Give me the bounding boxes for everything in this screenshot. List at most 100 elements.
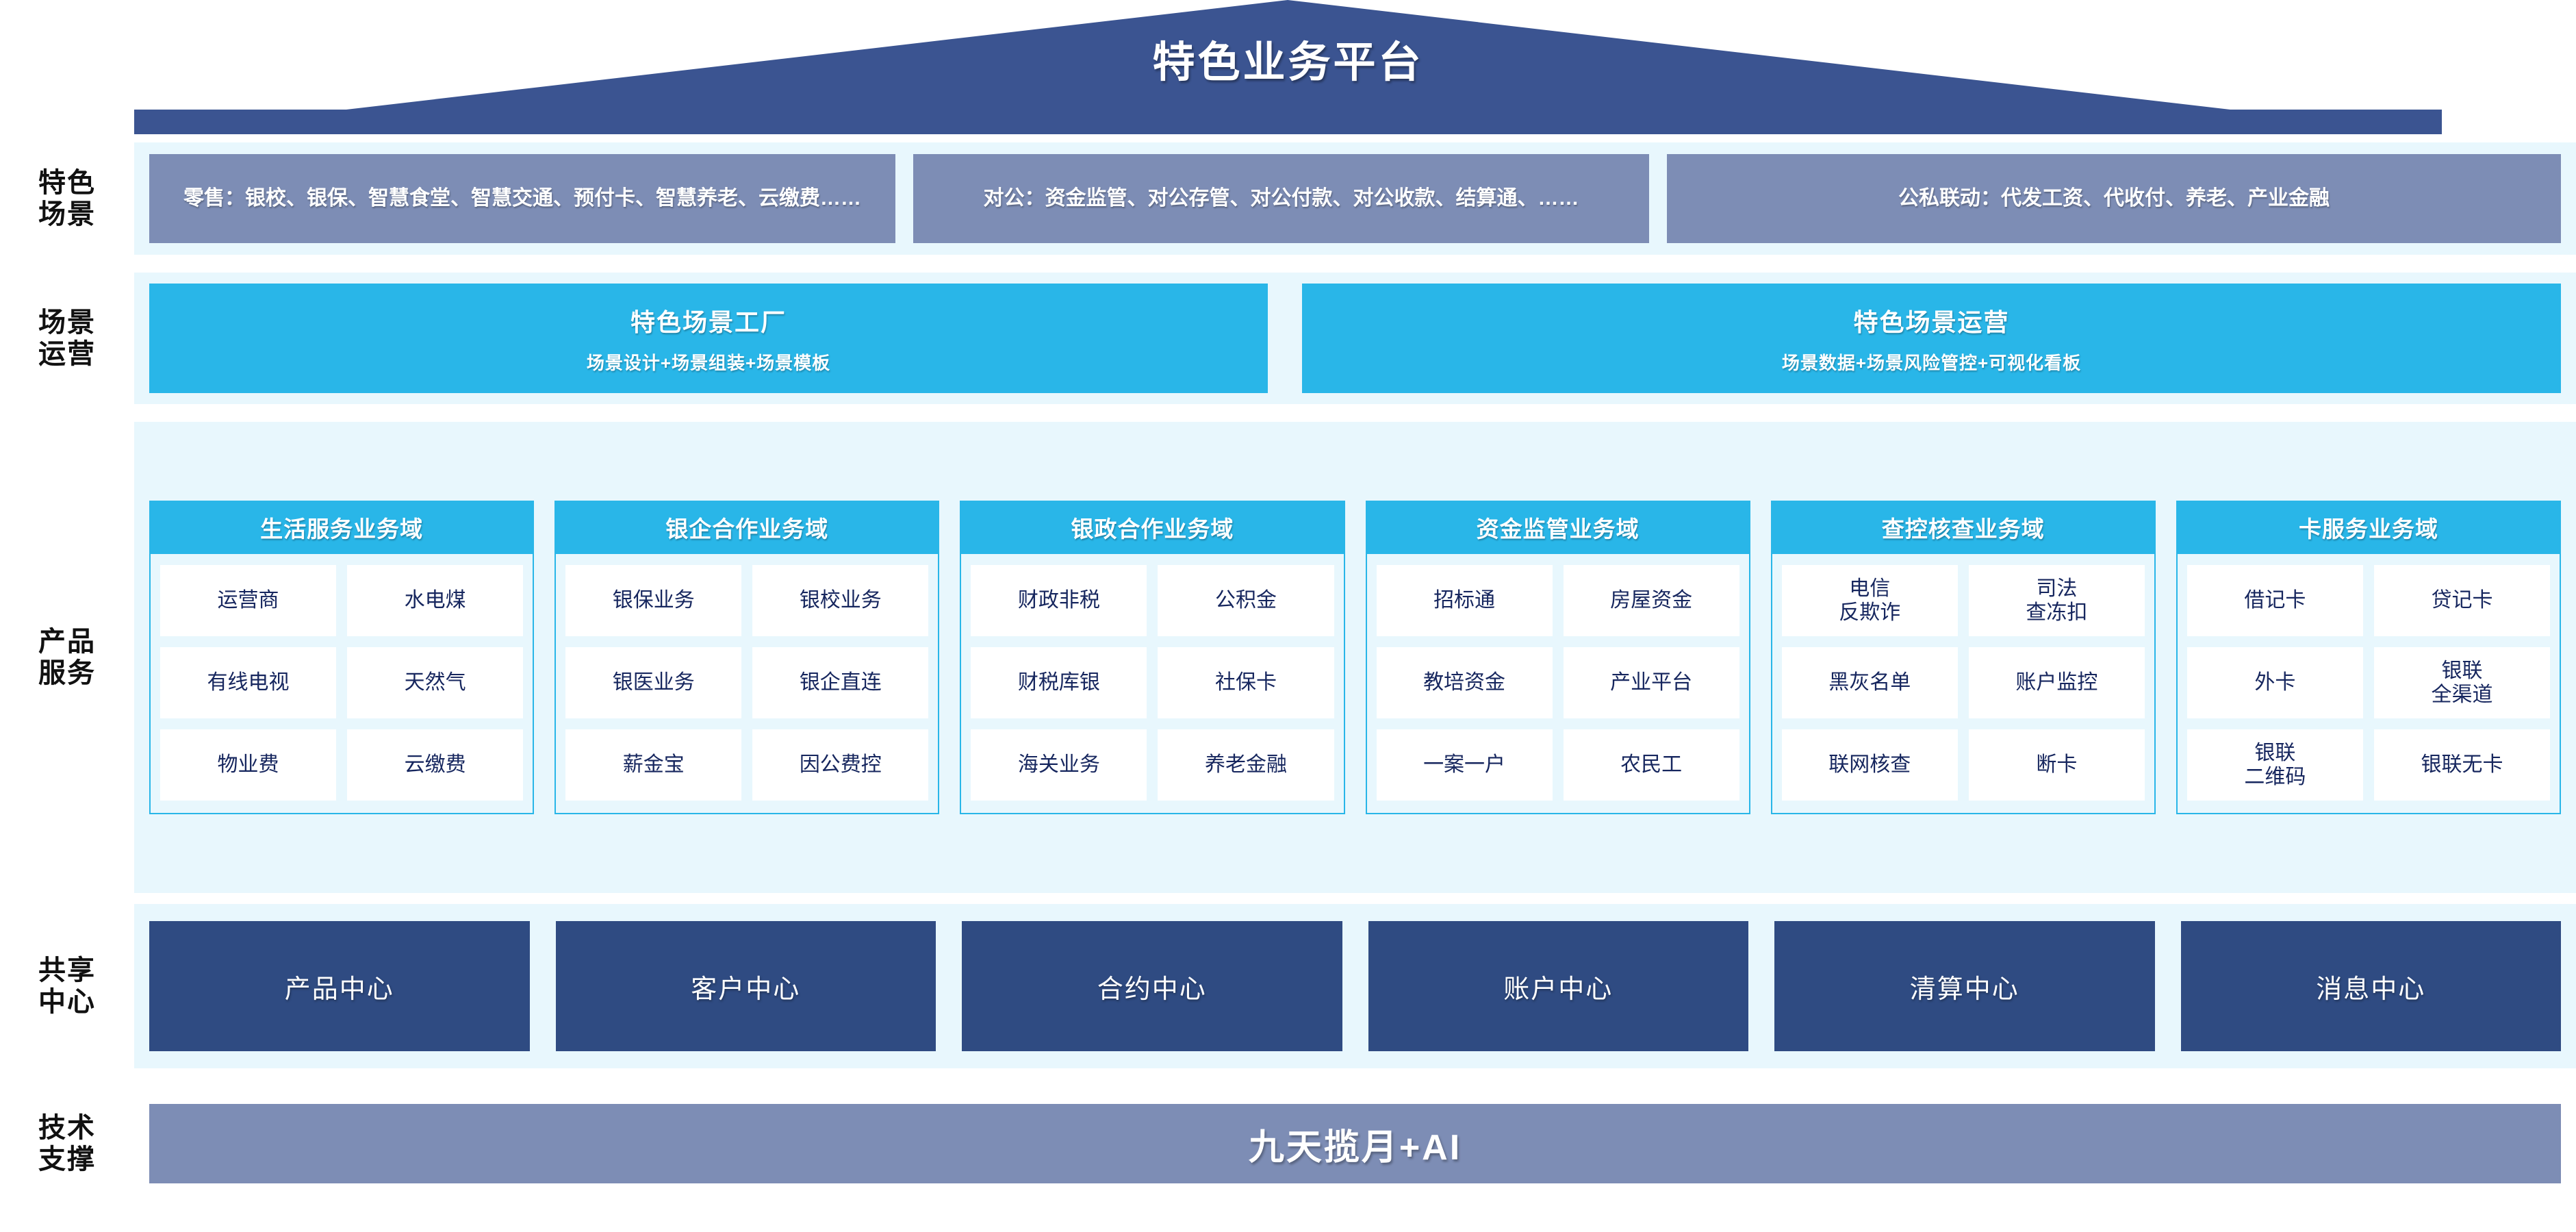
domain-body: 电信 反欺诈司法 查冻扣黑灰名单账户监控联网核查断卡 xyxy=(1772,554,2154,813)
domain-service-cell[interactable]: 有线电视 xyxy=(160,647,337,718)
page-title: 特色业务平台 xyxy=(1152,39,1424,86)
domain-header[interactable]: 卡服务业务域 xyxy=(2177,502,2560,554)
domain-column: 银企合作业务域银保业务银校业务银医业务银企直连薪金宝因公费控 xyxy=(554,501,940,814)
domain-header[interactable]: 银企合作业务域 xyxy=(556,502,939,554)
domain-service-cell[interactable]: 银保业务 xyxy=(565,565,742,636)
scene-operation-subtitle: 场景数据+场景风险管控+可视化看板 xyxy=(1781,352,2082,373)
domain-cell-row: 财政非税公积金 xyxy=(971,565,1334,636)
row-featured-scenes: 特色场景 零售：银校、银保、智慧食堂、智慧交通、预付卡、智慧养老、云缴费…… 对… xyxy=(0,142,2576,255)
domain-service-cell[interactable]: 断卡 xyxy=(1968,729,2145,801)
shared-center-box[interactable]: 产品中心 xyxy=(149,921,530,1051)
domain-service-cell[interactable]: 房屋资金 xyxy=(1563,565,1739,636)
domain-service-cell[interactable]: 银联 全渠道 xyxy=(2373,647,2551,718)
domain-header[interactable]: 查控核查业务域 xyxy=(1772,502,2154,554)
domain-cell-row: 一案一户农民工 xyxy=(1376,729,1739,801)
domain-service-cell[interactable]: 银校业务 xyxy=(752,565,929,636)
domain-cell-row: 借记卡贷记卡 xyxy=(2186,565,2551,636)
shared-center-box[interactable]: 消息中心 xyxy=(2180,921,2561,1051)
domain-service-cell[interactable]: 教培资金 xyxy=(1376,647,1553,718)
row-label-featured-scenes: 特色场景 xyxy=(38,167,96,229)
domain-header[interactable]: 资金监管业务域 xyxy=(1366,502,1749,554)
domain-service-cell[interactable]: 招标通 xyxy=(1376,565,1553,636)
domain-service-cell[interactable]: 财税库银 xyxy=(971,647,1147,718)
row-label-scene-operations: 场景运营 xyxy=(38,307,96,369)
row-technical-support: 技术支撑 九天揽月+AI xyxy=(0,1086,2576,1201)
shared-centers-panel: 产品中心客户中心合约中心账户中心清算中心消息中心 xyxy=(134,904,2576,1068)
domain-service-cell[interactable]: 天然气 xyxy=(347,647,524,718)
scene-factory-title: 特色场景工厂 xyxy=(630,307,787,336)
domain-body: 招标通房屋资金教培资金产业平台一案一户农民工 xyxy=(1367,554,1749,813)
scene-operation-title: 特色场景运营 xyxy=(1853,307,2010,336)
domain-column: 查控核查业务域电信 反欺诈司法 查冻扣黑灰名单账户监控联网核查断卡 xyxy=(1770,501,2156,814)
featured-scenes-panel: 零售：银校、银保、智慧食堂、智慧交通、预付卡、智慧养老、云缴费…… 对公：资金监… xyxy=(134,142,2576,255)
domain-cell-row: 联网核查断卡 xyxy=(1781,729,2145,801)
domain-service-cell[interactable]: 银医业务 xyxy=(565,647,742,718)
domain-column: 生活服务业务域运营商水电煤有线电视天然气物业费云缴费 xyxy=(149,501,535,814)
domain-service-cell[interactable]: 薪金宝 xyxy=(565,729,742,801)
domain-body: 借记卡贷记卡外卡银联 全渠道银联 二维码银联无卡 xyxy=(2178,554,2560,813)
domain-cell-row: 运营商水电煤 xyxy=(160,565,524,636)
domain-service-cell[interactable]: 运营商 xyxy=(160,565,337,636)
domain-service-cell[interactable]: 外卡 xyxy=(2186,647,2363,718)
domain-cell-row: 银联 二维码银联无卡 xyxy=(2186,729,2551,801)
scene-box-corporate[interactable]: 对公：资金监管、对公存管、对公付款、对公收款、结算通、…… xyxy=(913,154,1649,243)
domain-header[interactable]: 银政合作业务域 xyxy=(961,502,1344,554)
domain-service-cell[interactable]: 银联无卡 xyxy=(2373,729,2551,801)
row-shared-centers: 共享中心 产品中心客户中心合约中心账户中心清算中心消息中心 xyxy=(0,904,2576,1068)
domain-service-cell[interactable]: 产业平台 xyxy=(1563,647,1739,718)
row-label-product-services: 产品服务 xyxy=(38,626,96,688)
technical-support-panel: 九天揽月+AI xyxy=(134,1086,2576,1201)
domain-service-cell[interactable]: 司法 查冻扣 xyxy=(1968,565,2145,636)
domain-cell-row: 海关业务养老金融 xyxy=(971,729,1334,801)
domain-service-cell[interactable]: 财政非税 xyxy=(971,565,1147,636)
domain-column: 银政合作业务域财政非税公积金财税库银社保卡海关业务养老金融 xyxy=(960,501,1345,814)
domain-service-cell[interactable]: 养老金融 xyxy=(1158,729,1334,801)
domain-service-cell[interactable]: 账户监控 xyxy=(1968,647,2145,718)
domain-service-cell[interactable]: 贷记卡 xyxy=(2373,565,2551,636)
domain-service-cell[interactable]: 银企直连 xyxy=(752,647,929,718)
domain-service-cell[interactable]: 一案一户 xyxy=(1376,729,1553,801)
domain-service-cell[interactable]: 海关业务 xyxy=(971,729,1147,801)
domain-cell-row: 教培资金产业平台 xyxy=(1376,647,1739,718)
domain-service-cell[interactable]: 联网核查 xyxy=(1781,729,1958,801)
domain-body: 银保业务银校业务银医业务银企直连薪金宝因公费控 xyxy=(556,554,938,813)
domain-service-cell[interactable]: 银联 二维码 xyxy=(2186,729,2363,801)
shared-center-box[interactable]: 账户中心 xyxy=(1368,921,1748,1051)
domain-cell-row: 招标通房屋资金 xyxy=(1376,565,1739,636)
domain-service-cell[interactable]: 农民工 xyxy=(1563,729,1739,801)
domain-service-cell[interactable]: 社保卡 xyxy=(1158,647,1334,718)
scene-operations-panel: 特色场景工厂 场景设计+场景组装+场景模板 特色场景运营 场景数据+场景风险管控… xyxy=(134,273,2576,404)
product-services-panel: 生活服务业务域运营商水电煤有线电视天然气物业费云缴费银企合作业务域银保业务银校业… xyxy=(134,422,2576,893)
domain-service-cell[interactable]: 云缴费 xyxy=(347,729,524,801)
row-scene-operations: 场景运营 特色场景工厂 场景设计+场景组装+场景模板 特色场景运营 场景数据+场… xyxy=(0,273,2576,404)
domain-cell-row: 银保业务银校业务 xyxy=(565,565,929,636)
shared-center-box[interactable]: 清算中心 xyxy=(1774,921,2155,1051)
domain-body: 财政非税公积金财税库银社保卡海关业务养老金融 xyxy=(961,554,1343,813)
row-product-services: 产品服务 生活服务业务域运营商水电煤有线电视天然气物业费云缴费银企合作业务域银保… xyxy=(0,422,2576,893)
domain-cell-row: 电信 反欺诈司法 查冻扣 xyxy=(1781,565,2145,636)
domain-cell-row: 外卡银联 全渠道 xyxy=(2186,647,2551,718)
domain-column: 资金监管业务域招标通房屋资金教培资金产业平台一案一户农民工 xyxy=(1365,501,1750,814)
scene-box-public-private[interactable]: 公私联动：代发工资、代收付、养老、产业金融 xyxy=(1667,154,2561,243)
domain-service-cell[interactable]: 借记卡 xyxy=(2186,565,2363,636)
domain-cell-row: 银医业务银企直连 xyxy=(565,647,929,718)
shared-center-box[interactable]: 客户中心 xyxy=(555,921,936,1051)
domain-cell-row: 黑灰名单账户监控 xyxy=(1781,647,2145,718)
scene-factory-card[interactable]: 特色场景工厂 场景设计+场景组装+场景模板 xyxy=(149,284,1268,393)
technical-support-bar[interactable]: 九天揽月+AI xyxy=(149,1104,2561,1183)
scene-factory-subtitle: 场景设计+场景组装+场景模板 xyxy=(586,352,831,373)
domain-service-cell[interactable]: 黑灰名单 xyxy=(1781,647,1958,718)
scene-operation-card[interactable]: 特色场景运营 场景数据+场景风险管控+可视化看板 xyxy=(1302,284,2561,393)
domain-cell-row: 财税库银社保卡 xyxy=(971,647,1334,718)
domain-service-cell[interactable]: 水电煤 xyxy=(347,565,524,636)
domain-header[interactable]: 生活服务业务域 xyxy=(151,502,533,554)
domain-service-cell[interactable]: 公积金 xyxy=(1158,565,1334,636)
shared-center-box[interactable]: 合约中心 xyxy=(962,921,1342,1051)
domain-service-cell[interactable]: 因公费控 xyxy=(752,729,929,801)
domain-cell-row: 有线电视天然气 xyxy=(160,647,524,718)
domain-service-cell[interactable]: 电信 反欺诈 xyxy=(1781,565,1958,636)
domain-cell-row: 薪金宝因公费控 xyxy=(565,729,929,801)
domain-service-cell[interactable]: 物业费 xyxy=(160,729,337,801)
scene-box-retail[interactable]: 零售：银校、银保、智慧食堂、智慧交通、预付卡、智慧养老、云缴费…… xyxy=(149,154,895,243)
row-label-shared-centers: 共享中心 xyxy=(38,955,96,1017)
